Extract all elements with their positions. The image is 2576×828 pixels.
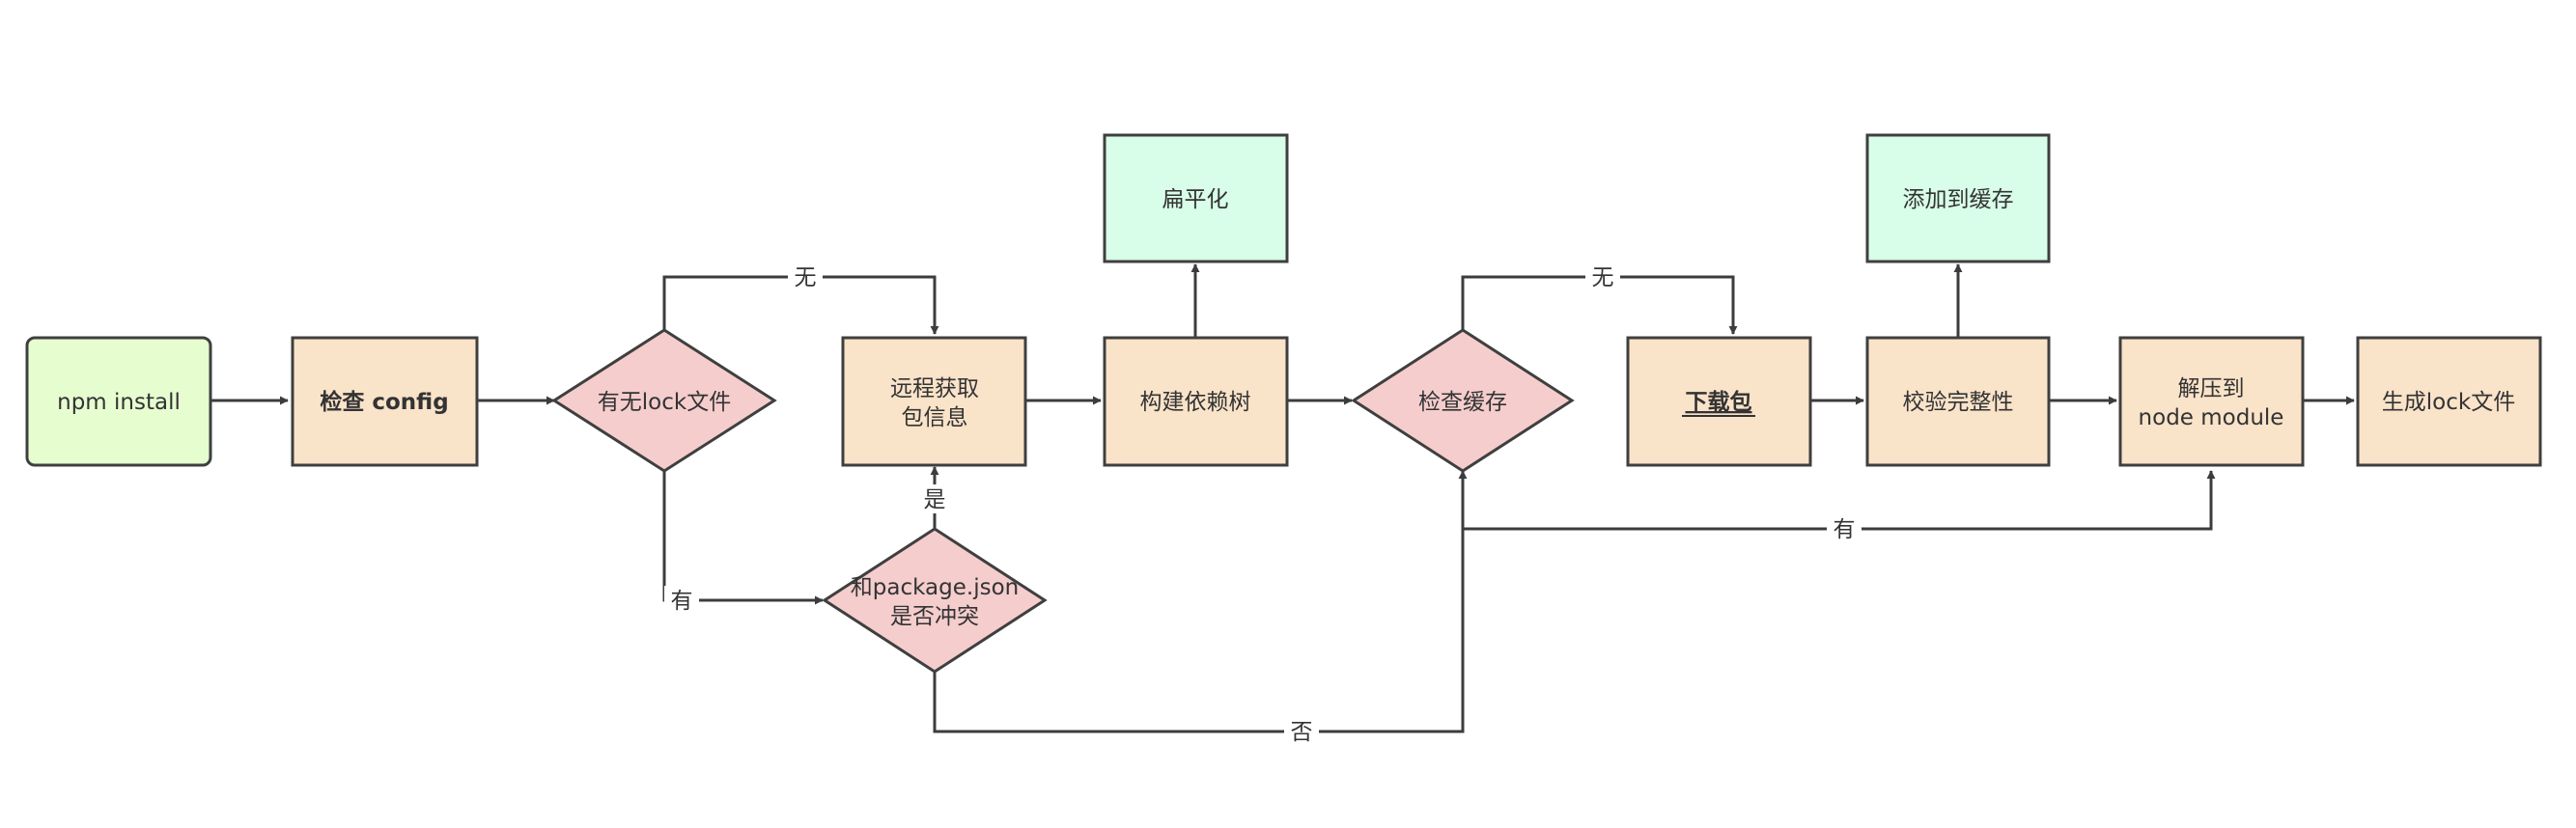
decision-diamond bbox=[1351, 328, 1575, 473]
node-fetch-remote: 远程获取 包信息 bbox=[841, 336, 1027, 467]
decision-diamond bbox=[551, 328, 777, 473]
process-box bbox=[841, 336, 1027, 467]
node-label-line2: 是否冲突 bbox=[890, 604, 979, 629]
start-box bbox=[25, 336, 212, 467]
process-box bbox=[1103, 336, 1289, 467]
edge-labels: 无 有 是 否 无 有 bbox=[664, 262, 1862, 746]
node-verify: 校验完整性 bbox=[1865, 336, 2051, 467]
node-label-line2: 包信息 bbox=[902, 405, 968, 430]
node-check-config: 检查 config bbox=[291, 336, 479, 467]
node-flatten: 扁平化 bbox=[1103, 133, 1289, 263]
node-label: npm install bbox=[57, 390, 181, 415]
edge-label-conflict-no: 否 bbox=[1291, 720, 1313, 745]
edge-label-has-cache: 有 bbox=[1834, 517, 1856, 542]
node-label: 扁平化 bbox=[1162, 187, 1229, 212]
edge-label-has-lock: 有 bbox=[671, 589, 693, 614]
process-box bbox=[2356, 336, 2542, 467]
result-box bbox=[1103, 133, 1289, 263]
node-check-cache-decision: 检查缓存 bbox=[1351, 328, 1575, 473]
node-add-cache: 添加到缓存 bbox=[1865, 133, 2051, 263]
edges bbox=[210, 263, 2355, 733]
node-label: 检查 config bbox=[320, 389, 448, 415]
process-box bbox=[1626, 336, 1812, 467]
edge-has-cache-to-extract bbox=[1463, 470, 2216, 531]
node-label: 有无lock文件 bbox=[598, 390, 731, 415]
node-label-line1: 远程获取 bbox=[890, 376, 979, 401]
node-has-lock-decision: 有无lock文件 bbox=[551, 328, 777, 473]
node-extract: 解压到 node module bbox=[2118, 336, 2305, 467]
node-label-line2: node module bbox=[2139, 405, 2284, 430]
node-pkg-conflict-decision: 和package.json 是否冲突 bbox=[822, 527, 1048, 674]
node-build-tree: 构建依赖树 bbox=[1103, 336, 1289, 467]
process-box bbox=[2118, 336, 2305, 467]
node-label: 校验完整性 bbox=[1903, 390, 2014, 415]
edge-label-conflict-yes: 是 bbox=[924, 487, 946, 512]
node-label: 添加到缓存 bbox=[1903, 187, 2014, 212]
node-label: 检查缓存 bbox=[1418, 390, 1507, 415]
process-box bbox=[291, 336, 479, 467]
node-gen-lock: 生成lock文件 bbox=[2356, 336, 2542, 467]
node-label-line1: 和package.json bbox=[851, 575, 1019, 600]
edge-conflict-no-to-cache bbox=[933, 470, 1468, 733]
result-box bbox=[1865, 133, 2051, 263]
node-label: 生成lock文件 bbox=[2382, 390, 2515, 415]
node-label: 下载包 bbox=[1686, 389, 1752, 415]
edge-has-lock-to-conflict bbox=[662, 471, 824, 605]
edge-label-no-cache: 无 bbox=[1592, 265, 1614, 290]
process-box bbox=[1865, 336, 2051, 467]
decision-diamond bbox=[822, 527, 1048, 674]
edge-label-no-lock: 无 bbox=[795, 265, 817, 290]
node-label-line1: 解压到 bbox=[2178, 376, 2245, 401]
node-download: 下载包 bbox=[1626, 336, 1812, 467]
node-npm-install: npm install bbox=[25, 336, 212, 467]
node-label: 构建依赖树 bbox=[1140, 390, 1251, 415]
